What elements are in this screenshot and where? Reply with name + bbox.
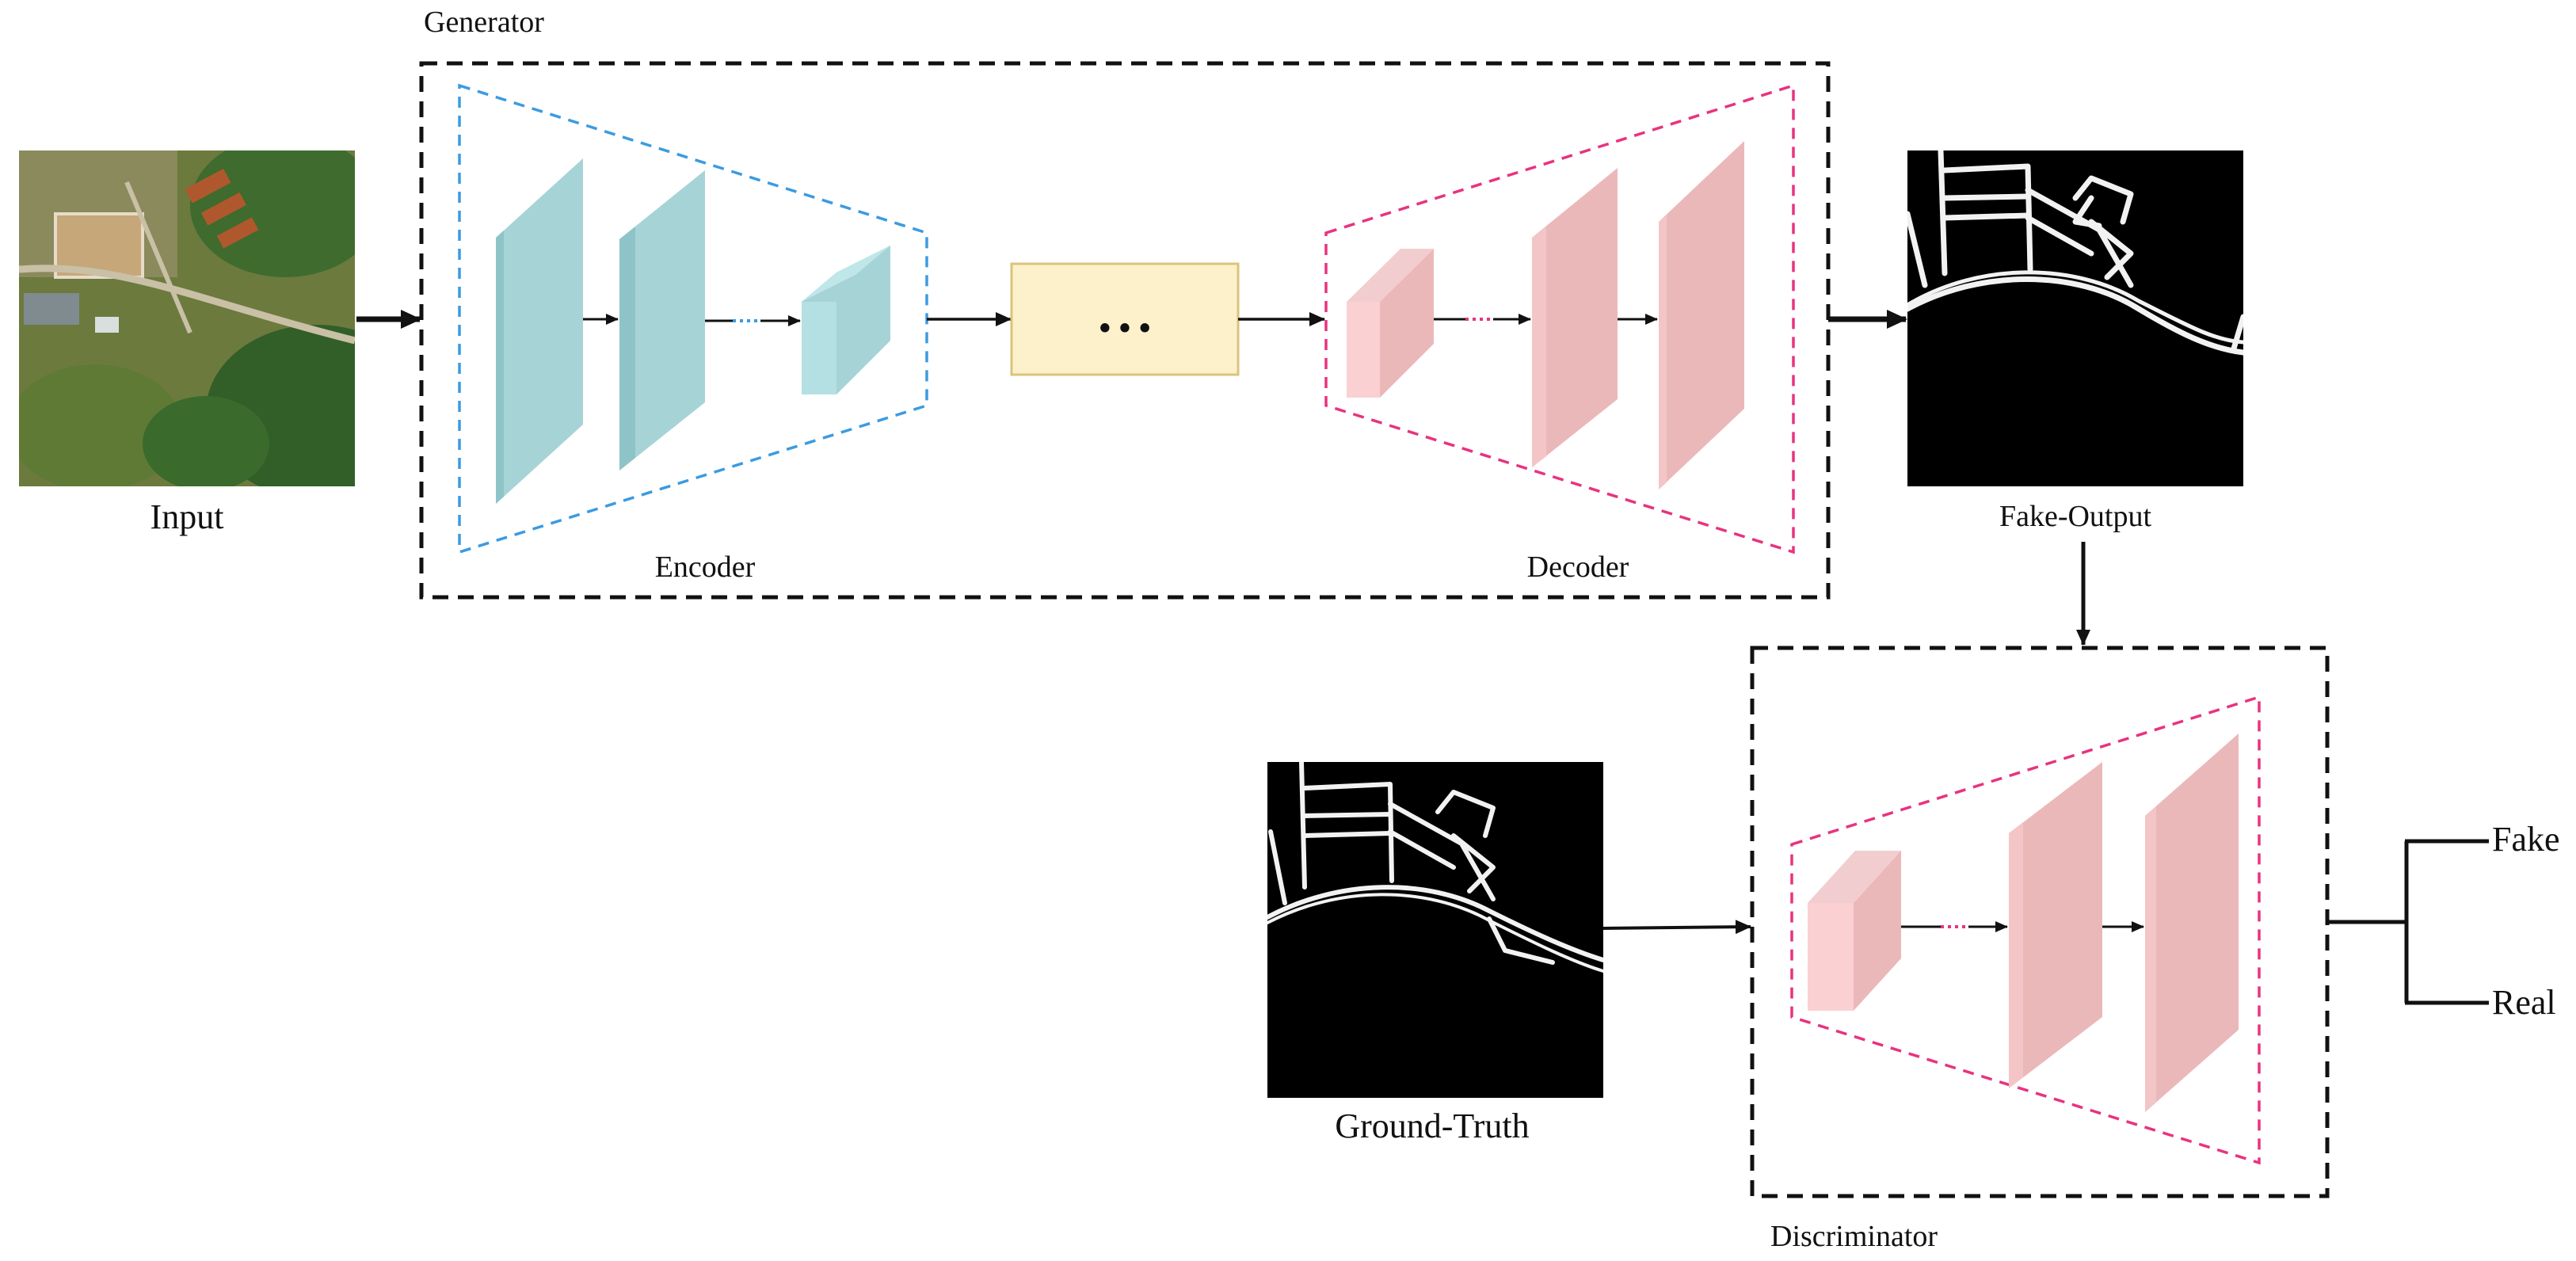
decoder-block-1: [1347, 249, 1434, 398]
encoder-outline: [458, 83, 928, 554]
arrow-ground-truth-to-discriminator: [1602, 920, 1751, 935]
input-image: [19, 150, 355, 486]
discriminator-outline: [1790, 695, 2261, 1165]
ground-truth-label: Ground-Truth: [1335, 1107, 1529, 1145]
encoder-label: Encoder: [655, 550, 756, 584]
encoder-block-3: [802, 246, 890, 394]
decoder-outline: [1324, 83, 1795, 554]
discriminator-block-1: [1808, 851, 1901, 1011]
decoder-block-2: [1532, 168, 1618, 467]
decoder-label: Decoder: [1527, 550, 1629, 584]
discriminator-block-3: [2145, 733, 2239, 1112]
fake-output-image: [1907, 150, 2243, 486]
decoder-block-3: [1659, 141, 1744, 490]
input-label: Input: [151, 497, 224, 536]
ground-truth-image: [1267, 762, 1603, 1098]
generator-label: Generator: [424, 6, 544, 39]
output-bracket: [2327, 839, 2489, 1005]
discriminator-block-2: [2009, 762, 2102, 1088]
discriminator-label: Discriminator: [1770, 1220, 1938, 1253]
fake-label: Fake: [2492, 820, 2560, 859]
bottleneck-dots: • • •: [1099, 310, 1150, 347]
encoder-block-2: [619, 170, 705, 470]
fake-output-label: Fake-Output: [1999, 500, 2152, 533]
real-label: Real: [2492, 983, 2556, 1022]
generator-box: [419, 61, 1831, 600]
encoder-block-1: [496, 158, 583, 504]
